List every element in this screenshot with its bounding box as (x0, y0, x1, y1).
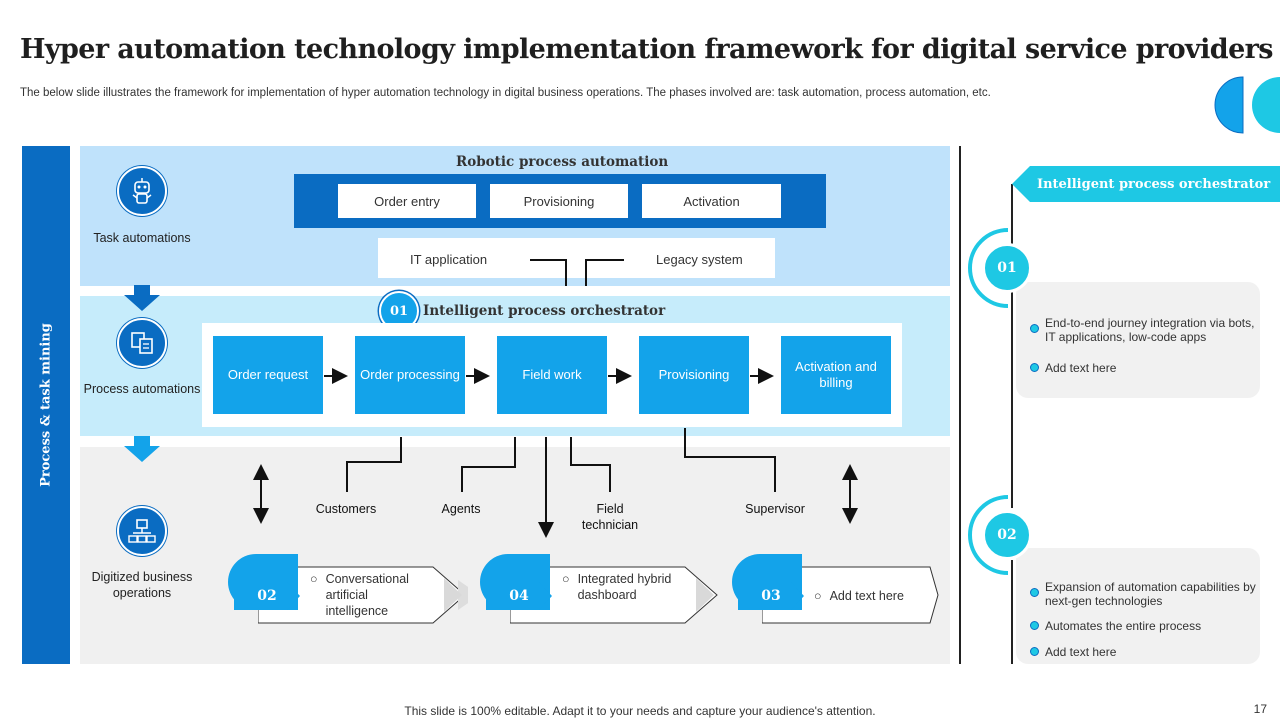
bullet-dot (1030, 324, 1039, 333)
phase-card-02: 02 ○Conversational artificial intelligen… (228, 554, 468, 626)
ipo-step-order-processing: Order processing (355, 336, 465, 414)
orchestrator-card-01 (1016, 282, 1260, 398)
orchestrator-card-02 (1016, 548, 1260, 664)
ipo-step-provisioning: Provisioning (639, 336, 749, 414)
card-01-point-1: End-to-end journey integration via bots,… (1045, 316, 1255, 344)
ipo-step-field-work: Field work (497, 336, 607, 414)
phase-number: 04 (486, 582, 552, 610)
ipo-step-activation-billing: Activation and billing (781, 336, 891, 414)
decorative-half-circles-icon (1214, 76, 1280, 134)
bullet-dot (1030, 647, 1039, 656)
page-subtitle: The below slide illustrates the framewor… (20, 87, 991, 99)
ipo-title: Intelligent process orchestrator (423, 303, 666, 319)
bullet-dot (1030, 363, 1039, 372)
chevron-right-icon (444, 578, 462, 612)
process-task-mining-bar: Process & task mining (22, 146, 70, 664)
page-number: 17 (1253, 702, 1267, 716)
bullet-dot (1030, 588, 1039, 597)
timeline-line (1011, 560, 1013, 664)
network-icon (117, 506, 167, 556)
task-automations-label: Task automations (93, 231, 191, 245)
digitized-operations-label: Digitized business operations (91, 570, 193, 600)
phase-card-04: 04 ○Integrated hybrid dashboard (480, 554, 720, 626)
panel-divider (959, 146, 961, 664)
timeline-line (1011, 398, 1013, 508)
legacy-system-label: Legacy system (656, 252, 743, 267)
down-arrow-icon (124, 285, 160, 311)
ipo-step-order-request: Order request (213, 336, 323, 414)
card-02-point-3: Add text here (1045, 645, 1117, 659)
chevron-right-icon (696, 578, 714, 612)
rpa-step-order-entry: Order entry (338, 184, 476, 218)
page-title: Hyper automation technology implementati… (20, 34, 1273, 65)
rpa-step-activation: Activation (642, 184, 781, 218)
rpa-title: Robotic process automation (456, 154, 669, 170)
sidebar-label: Process & task mining (38, 323, 54, 487)
phase-number: 03 (738, 582, 804, 610)
phase-text: ○Integrated hybrid dashboard (562, 572, 672, 602)
stakeholder-agents: Agents (441, 502, 481, 516)
phase-number: 02 (234, 582, 300, 610)
stakeholder-supervisor: Supervisor (745, 502, 805, 516)
down-arrow-icon (124, 436, 160, 462)
footer-note: This slide is 100% editable. Adapt it to… (404, 704, 876, 718)
systems-connector (530, 259, 624, 286)
stakeholder-customers: Customers (315, 502, 377, 516)
rpa-step-provisioning: Provisioning (490, 184, 628, 218)
systems-box (378, 238, 775, 278)
bullet-dot (1030, 621, 1039, 630)
card-01-point-2: Add text here (1045, 361, 1117, 375)
stakeholder-field-technician: Field technician (581, 502, 639, 532)
timeline-number-01: 01 (982, 243, 1032, 293)
process-automations-label: Process automations (83, 382, 201, 396)
it-application-label: IT application (410, 252, 488, 267)
phase-text: ○Conversational artificial intelligence (310, 572, 409, 618)
card-02-point-2: Automates the entire process (1045, 619, 1202, 633)
phase-card-03: 03 ○Add text here (732, 554, 942, 626)
right-panel-banner: Intelligent process orchestrator (1012, 166, 1280, 202)
timeline-number-02: 02 (982, 510, 1032, 560)
card-02-point-1: Expansion of automation capabilities by … (1045, 580, 1256, 608)
documents-icon (117, 318, 167, 368)
robot-icon (117, 166, 167, 216)
phase-text: ○Add text here (814, 589, 904, 603)
